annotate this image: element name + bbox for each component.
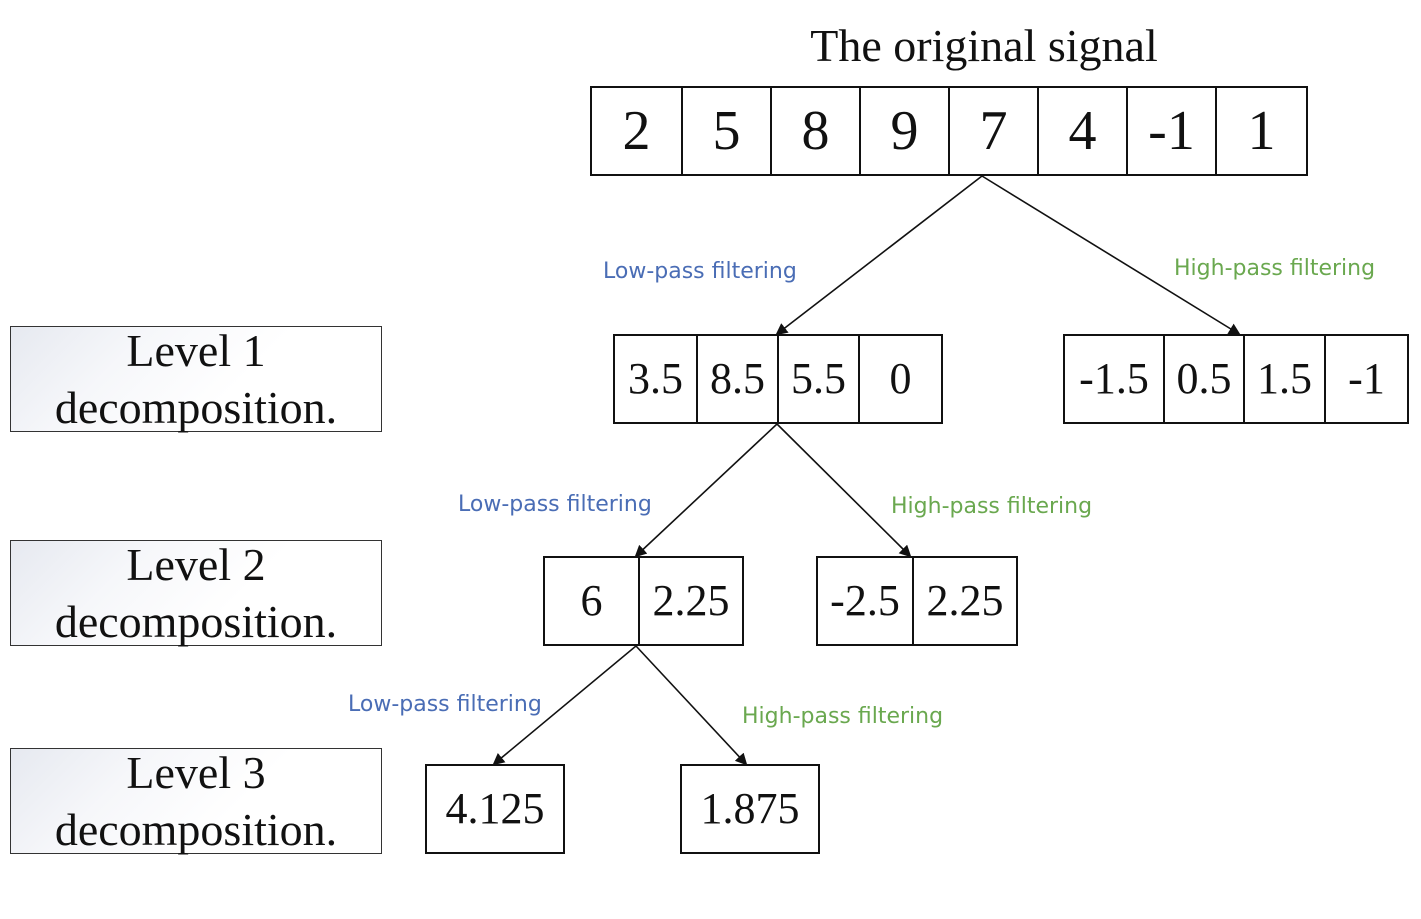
low-pass-label-3: Low-pass filtering: [348, 692, 542, 717]
level2-label-box: Level 2 decomposition.: [10, 539, 382, 647]
level3-high-array: 1.875: [680, 764, 820, 854]
coefficient-cell: 8.5: [696, 336, 777, 422]
arrow-l1-to-l2-low: [634, 423, 778, 558]
signal-cell: 8: [770, 88, 859, 174]
coefficient-cell: 1.875: [700, 784, 800, 833]
low-pass-label-1: Low-pass filtering: [603, 259, 797, 284]
coefficient-cell: 0.5: [1163, 336, 1243, 422]
high-pass-label-2: High-pass filtering: [891, 494, 1093, 519]
level1-label-box: Level 1 decomposition.: [10, 325, 382, 433]
low-pass-label-2: Low-pass filtering: [458, 492, 652, 517]
signal-cell: -1: [1126, 88, 1215, 174]
signal-cell: 5: [681, 88, 770, 174]
level-label-line: Level 2: [126, 539, 266, 590]
diagram-title: The original signal: [810, 20, 1158, 71]
arrow-orig-to-l1-high: [981, 175, 1241, 336]
signal-cell: 7: [948, 88, 1037, 174]
coefficient-cell: -1.5: [1079, 354, 1149, 403]
arrow-l2-to-l3-low: [492, 645, 637, 766]
signal-cell: 2: [622, 100, 651, 162]
high-pass-label-1: High-pass filtering: [1174, 256, 1376, 281]
level1-high-array: -1.5 0.5 1.5 -1: [1063, 334, 1409, 424]
coefficient-cell: 5.5: [777, 336, 858, 422]
level-label-line: Level 3: [126, 747, 266, 798]
signal-cell: 9: [859, 88, 948, 174]
level3-label-box: Level 3 decomposition.: [10, 747, 382, 855]
coefficient-cell: 0: [858, 336, 941, 422]
level-label-line: decomposition.: [54, 382, 338, 433]
level-label-line: decomposition.: [54, 804, 338, 855]
coefficient-cell: -2.5: [830, 576, 900, 625]
coefficient-cell: 4.125: [445, 784, 545, 833]
coefficient-cell: -1: [1324, 336, 1407, 422]
coefficient-cell: 6: [580, 576, 603, 625]
coefficient-cell: 2.25: [912, 558, 1016, 644]
arrow-l2-to-l3-high: [635, 645, 748, 766]
level1-low-array: 3.5 8.5 5.5 0: [613, 334, 943, 424]
original-signal-array: 2 5 8 9 7 4 -1 1: [590, 86, 1308, 176]
coefficient-cell: 2.25: [638, 558, 742, 644]
level2-high-array: -2.5 2.25: [816, 556, 1018, 646]
level-label-line: Level 1: [126, 325, 266, 376]
arrow-l1-to-l2-high: [776, 423, 912, 558]
level-label-line: decomposition.: [54, 596, 338, 647]
coefficient-cell: 3.5: [628, 354, 683, 403]
signal-cell: 4: [1037, 88, 1126, 174]
arrow-orig-to-l1-low: [775, 175, 983, 336]
coefficient-cell: 1.5: [1243, 336, 1324, 422]
signal-cell: 1: [1215, 88, 1306, 174]
level3-low-array: 4.125: [425, 764, 565, 854]
high-pass-label-3: High-pass filtering: [742, 704, 944, 729]
level2-low-array: 6 2.25: [543, 556, 744, 646]
